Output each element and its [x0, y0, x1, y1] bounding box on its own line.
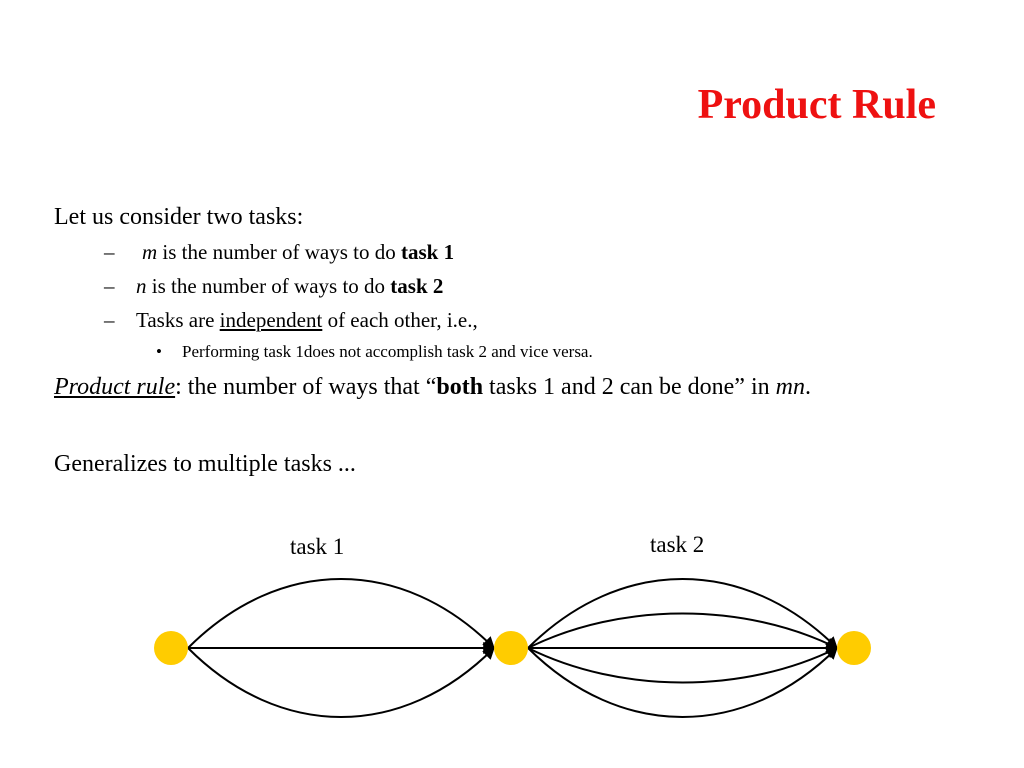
sub-bullet-item: • Performing task 1does not accomplish ta… — [156, 342, 593, 362]
product-rule-mn: mn — [775, 374, 805, 400]
var-m: m — [142, 240, 158, 264]
product-rule-both: both — [436, 374, 484, 400]
task2-edge-4 — [527, 647, 839, 684]
product-rule-line: Product rule: the number of ways that “b… — [54, 373, 811, 402]
list-item-n: –n is the number of ways to do task 2 — [104, 274, 443, 299]
task1-edge-3 — [187, 647, 495, 718]
item-m-text: is the number of ways to do — [157, 240, 401, 264]
product-rule-term: Product rule — [54, 374, 176, 400]
var-n: n — [136, 274, 147, 298]
product-rule-end: . — [804, 374, 811, 400]
item-n-task: task 2 — [390, 274, 444, 298]
item-n-text: is the number of ways to do — [146, 274, 391, 298]
sub-bullet-text: Performing task 1does not accomplish tas… — [182, 342, 593, 361]
task1-edges — [187, 578, 496, 718]
generalizes-line: Generalizes to multiple tasks ... — [54, 451, 356, 477]
task1-edge-1 — [187, 578, 495, 649]
dash-marker: – — [104, 240, 115, 264]
list-item-independent: –Tasks are independent of each other, i.… — [104, 308, 478, 333]
bullet-marker: • — [156, 342, 162, 361]
diagram-node-2 — [494, 631, 528, 665]
diagram-node-1 — [154, 631, 188, 665]
task1-label: task 1 — [290, 534, 345, 559]
item-indep-post: of each other, i.e., — [322, 308, 478, 332]
list-item-m: – m is the number of ways to do task 1 — [104, 240, 454, 265]
task2-edge-1 — [527, 578, 838, 649]
task2-edges — [527, 578, 839, 718]
item-m-task: task 1 — [400, 240, 455, 264]
task2-edge-5 — [527, 647, 838, 718]
diagram-node-3 — [837, 631, 871, 665]
task2-label: task 2 — [650, 532, 705, 557]
item-indep-underlined: independent — [219, 308, 323, 332]
task2-edge-2 — [527, 612, 839, 649]
slide-title: Product Rule — [697, 82, 936, 128]
intro-line: Let us consider two tasks: — [54, 204, 304, 230]
product-rule-mid: tasks 1 and 2 can be done” in — [483, 374, 776, 400]
dash-marker: – — [104, 274, 115, 298]
dash-marker: – — [104, 308, 115, 332]
item-indep-pre: Tasks are — [136, 308, 220, 332]
product-rule-pre: : the number of ways that “ — [175, 374, 437, 400]
diagram-nodes — [154, 631, 871, 665]
